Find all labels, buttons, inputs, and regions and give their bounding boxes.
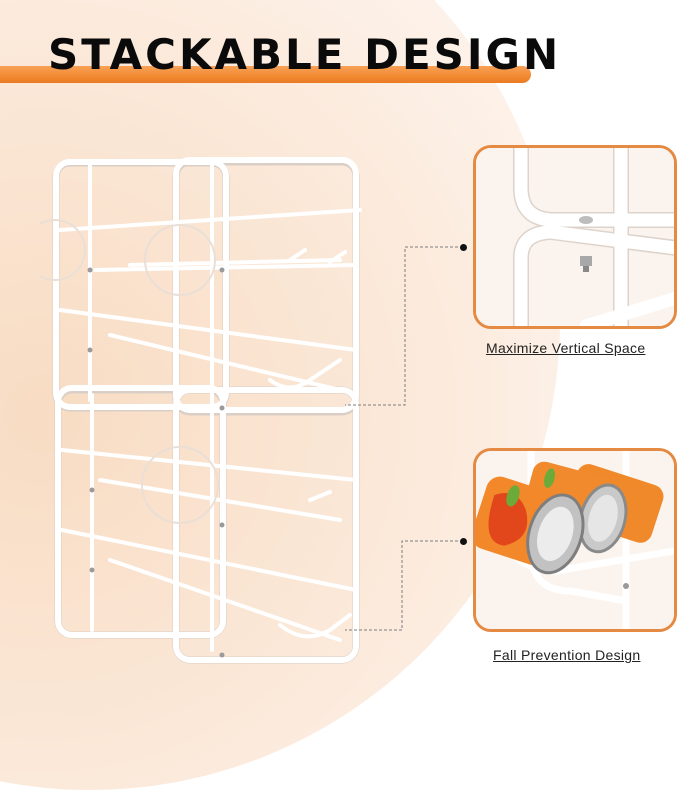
callout-leader-lines — [345, 246, 463, 631]
callout-dot-2 — [460, 538, 467, 545]
inset-fall-prevention — [473, 448, 677, 632]
callout-dot-1 — [460, 244, 467, 251]
stacked-rack-illustration — [40, 150, 370, 710]
caption-maximize-vertical-space: Maximize Vertical Space — [486, 340, 646, 356]
caption-fall-prevention-design: Fall Prevention Design — [493, 647, 641, 663]
inset-vertical-space — [473, 145, 677, 329]
title-underline-bar — [0, 66, 531, 83]
page-title: STACKABLE DESIGN — [48, 30, 562, 79]
